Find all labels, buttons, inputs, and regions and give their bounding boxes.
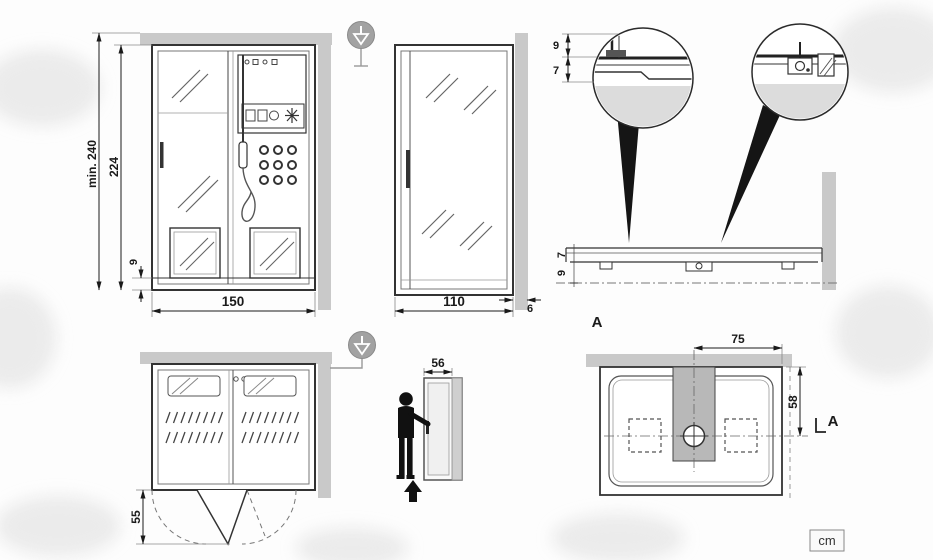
control-panel (237, 54, 307, 134)
entry-direction-arrow (404, 480, 422, 502)
wall-band-right (318, 352, 331, 498)
star-icon (285, 108, 299, 123)
door-handle (406, 150, 410, 188)
earth-ground-icon-top (347, 21, 375, 67)
cabin-outline (394, 44, 514, 296)
dim-min-height: min. 240 (85, 140, 99, 188)
door-leaf (196, 489, 248, 546)
section-dim-lip: 7 (556, 252, 568, 258)
detail-right-content (753, 42, 847, 119)
detail-view: 9 7 7 9 A (553, 23, 849, 331)
tray-section-label: A (828, 413, 839, 430)
dim-door-width: 56 (431, 356, 445, 370)
units-label: cm (818, 533, 835, 548)
wall-band-top (586, 354, 792, 367)
seat-right (249, 227, 301, 279)
detail-dim-frame: 7 (553, 65, 559, 77)
wall-band (822, 172, 836, 290)
detail-pointer-right (721, 105, 780, 243)
dial-icon (269, 110, 279, 121)
entry-view: 56 (396, 356, 463, 502)
section-dim-height: 9 (556, 270, 568, 276)
option-position-right (724, 418, 758, 453)
headrest-left (167, 375, 221, 397)
door-swing-arc-right (241, 489, 297, 545)
plan-view: 55 (129, 352, 332, 546)
dim-depth: 110 (443, 294, 465, 309)
section-label: A (592, 314, 603, 331)
door-handle (426, 421, 429, 434)
section-arrow (815, 418, 826, 433)
door-jamb (451, 377, 463, 481)
dim-width: 150 (222, 294, 245, 309)
shower-hose (241, 167, 256, 222)
door-glass (427, 382, 450, 476)
units-badge: cm (809, 529, 845, 552)
dim-drain-offset: 75 (731, 332, 745, 346)
person-figure (396, 392, 431, 479)
dim-door-swing: 55 (129, 510, 143, 524)
dim-height: 224 (107, 157, 121, 177)
detail-dim-top: 9 (553, 40, 559, 52)
dim-drain-center: 58 (786, 395, 800, 409)
glass-reflection-marks (421, 73, 497, 251)
earth-ground-icon-bottom (330, 331, 376, 369)
hand-shower (238, 141, 248, 169)
dim-wall-gap: 6 (527, 303, 533, 315)
tray-cross-section (556, 172, 840, 290)
front-view: min. 240 224 9 150 (85, 32, 332, 317)
headrest-right (243, 375, 297, 397)
wall-band-right (318, 33, 331, 310)
door-handle (160, 142, 164, 168)
wall-band-top (140, 352, 332, 364)
shower-column (238, 55, 256, 222)
body-jets (259, 145, 297, 185)
side-view: 110 6 (394, 33, 541, 317)
detail-pointer-left (617, 112, 639, 243)
watermark-blobs (0, 8, 933, 560)
tray-plan-view: 75 58 A (586, 332, 839, 500)
vent-slots (165, 411, 300, 444)
glass-reflection-marks (171, 69, 219, 213)
wall-band-top (140, 33, 332, 45)
door-swing-arc-left (151, 489, 207, 545)
option-position-left (628, 418, 662, 453)
seat-left (169, 227, 221, 279)
dim-tray-height: 9 (128, 259, 140, 265)
wall-band-right (515, 33, 528, 310)
